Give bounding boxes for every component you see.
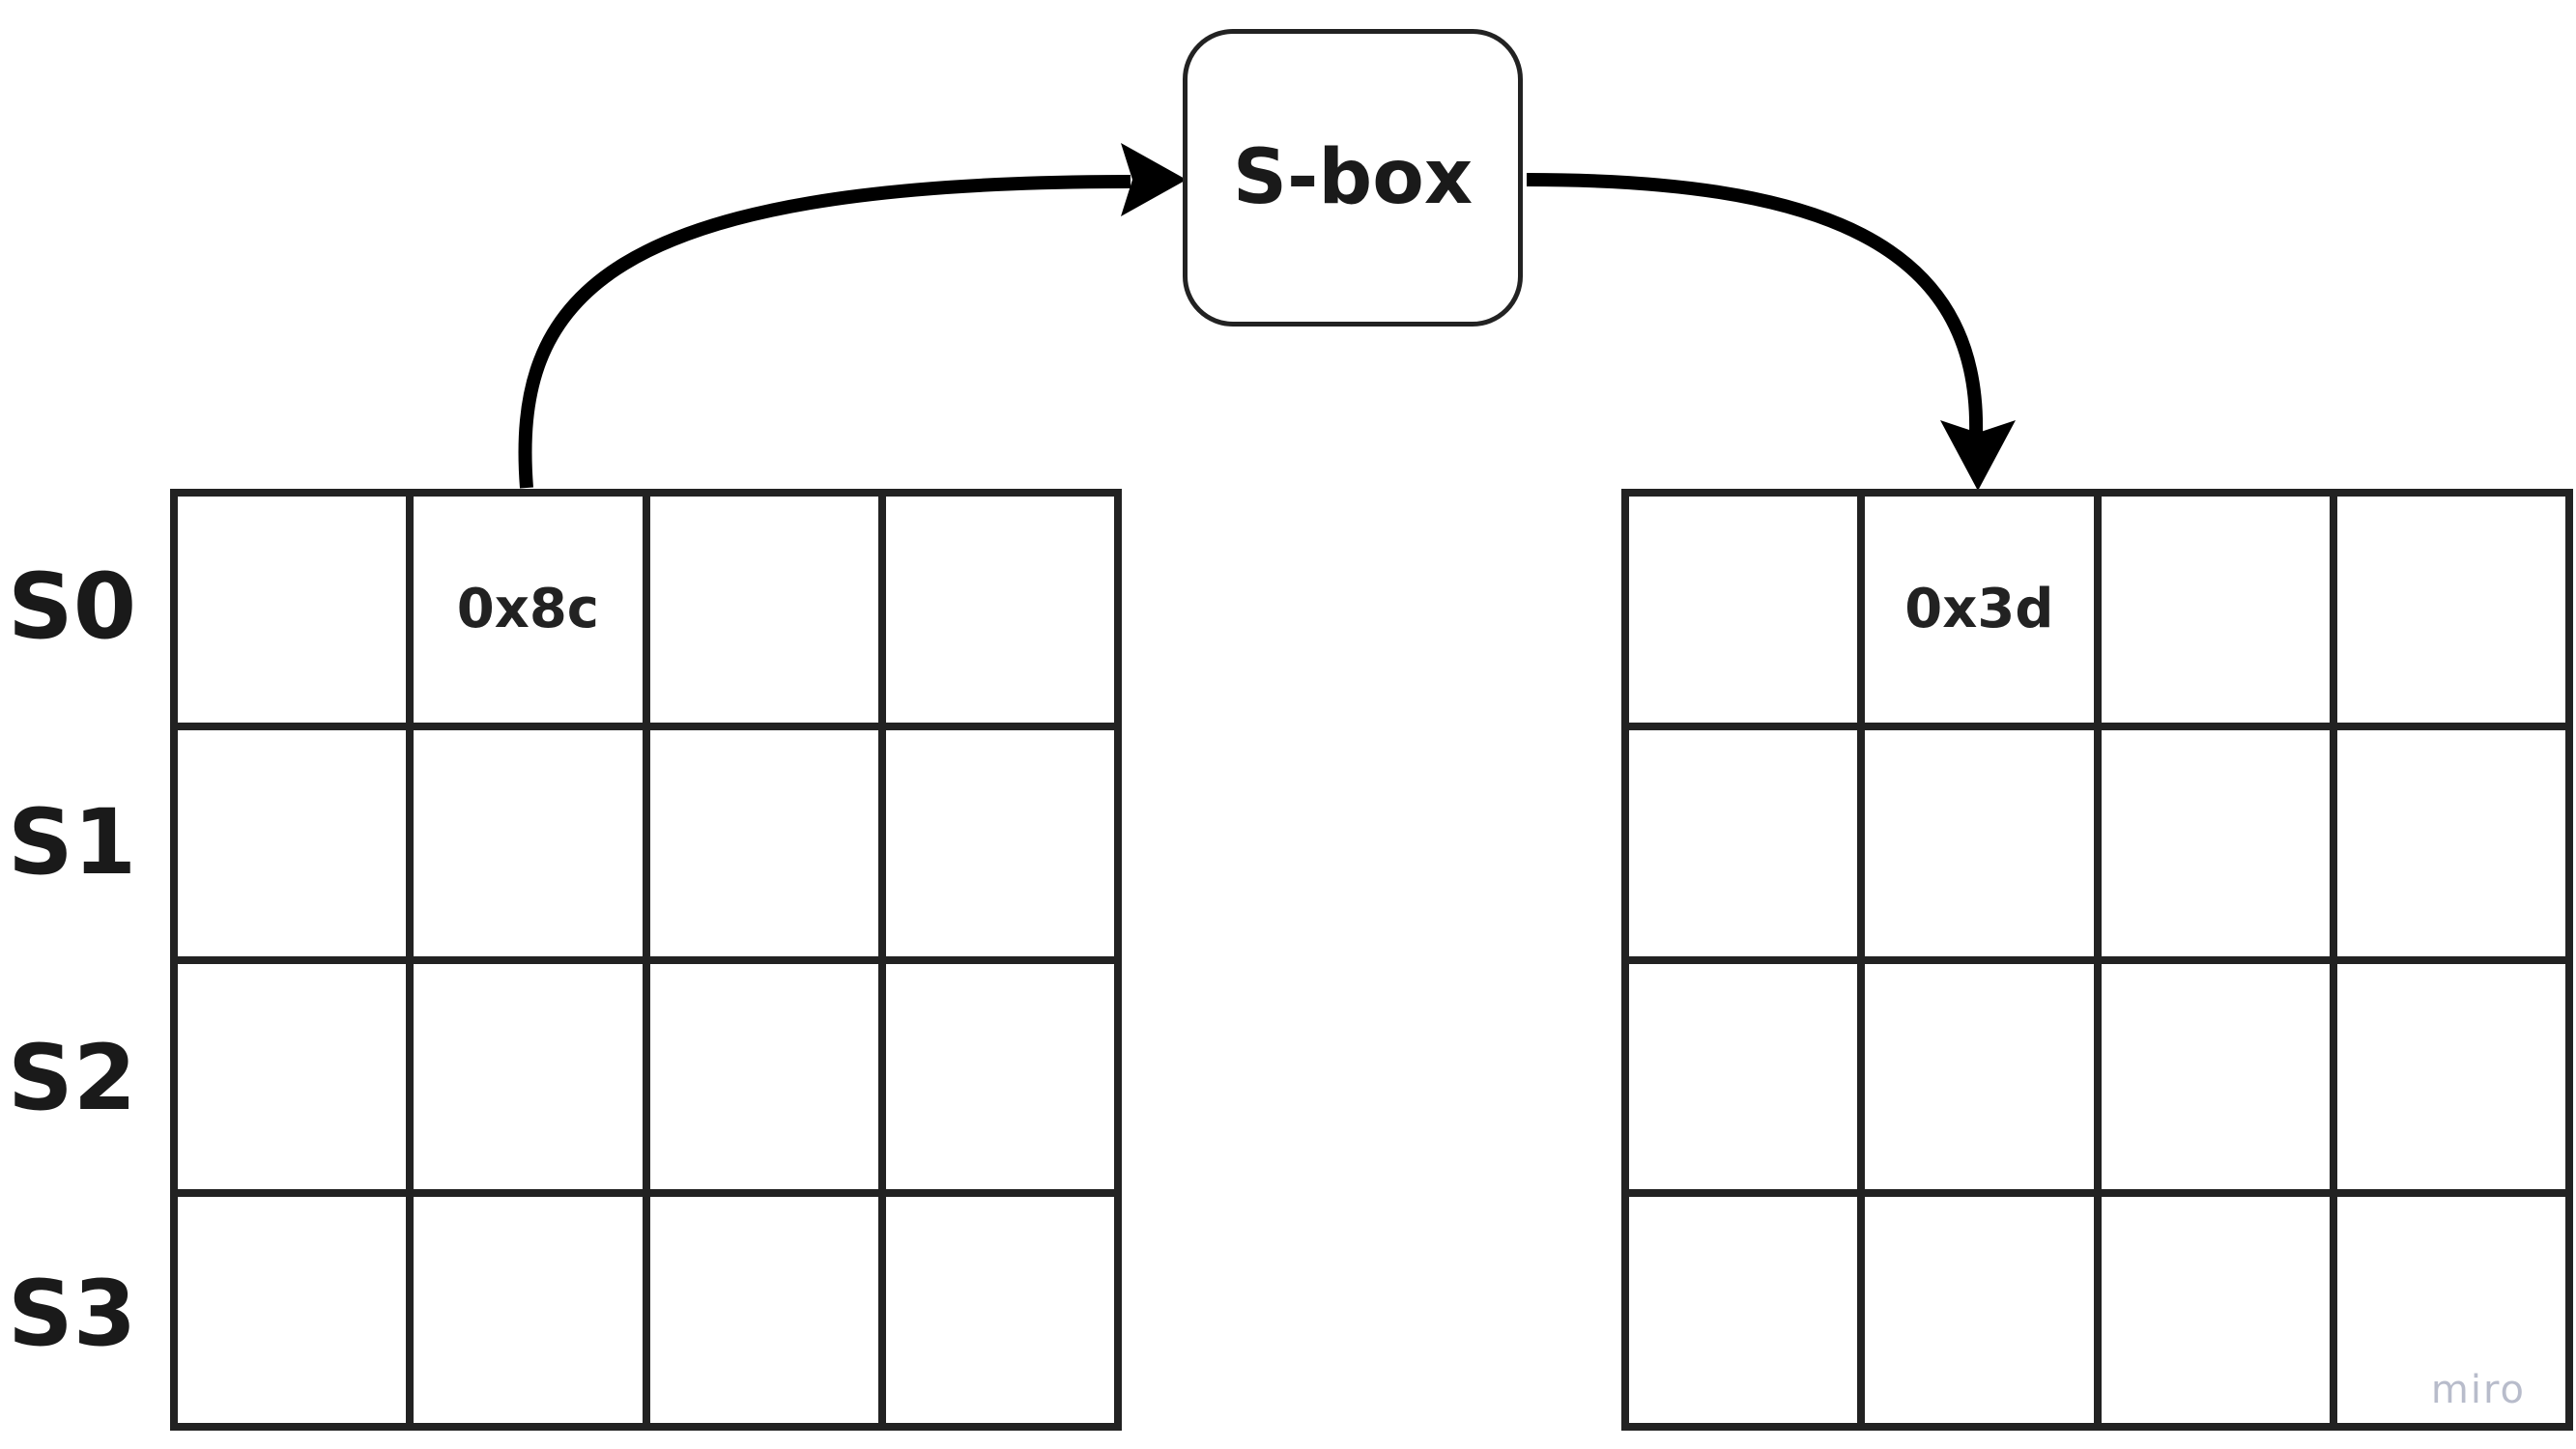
input-cell-2-1 (410, 959, 646, 1194)
output-cell-3-2 (2097, 1193, 2333, 1427)
input-cell-1-3 (881, 725, 1118, 960)
output-cell-0-1: 0x3d (1861, 493, 2098, 726)
output-cell-2-2 (2097, 959, 2333, 1194)
input-cell-0-1: 0x8c (410, 493, 646, 726)
row-label-s1: S1 (8, 790, 137, 895)
input-cell-3-3 (881, 1193, 1118, 1427)
output-cell-1-2 (2097, 725, 2333, 960)
input-cell-0-3 (881, 493, 1118, 726)
input-cell-0-0 (174, 493, 411, 726)
input-cell-1-0 (174, 725, 411, 960)
output-cell-3-0 (1625, 1193, 1862, 1427)
output-cell-1-3 (2333, 725, 2569, 960)
input-cell-0-2 (645, 493, 882, 726)
arrowhead-into-output (1940, 420, 2016, 491)
input-cell-3-0 (174, 1193, 411, 1427)
input-cell-3-1 (410, 1193, 646, 1427)
row-label-s3: S3 (8, 1262, 137, 1367)
output-cell-1-1 (1861, 725, 2098, 960)
input-cell-2-3 (881, 959, 1118, 1194)
output-cell-1-0 (1625, 725, 1862, 960)
output-cell-3-1 (1861, 1193, 2098, 1427)
input-state-grid: 0x8c (170, 489, 1122, 1431)
arrowhead-into-sbox (1121, 143, 1187, 216)
output-cell-0-2 (2097, 493, 2333, 726)
row-label-s2: S2 (8, 1026, 137, 1131)
input-cell-1-2 (645, 725, 882, 960)
output-cell-0-0 (1625, 493, 1862, 726)
output-cell-2-0 (1625, 959, 1862, 1194)
output-cell-2-1 (1861, 959, 2098, 1194)
input-cell-2-0 (174, 959, 411, 1194)
sbox-node: S-box (1183, 29, 1523, 327)
output-state-grid: 0x3d (1621, 489, 2573, 1431)
input-cell-3-2 (645, 1193, 882, 1427)
arrow-sbox-to-output (1526, 173, 1984, 436)
output-cell-2-3 (2333, 959, 2569, 1194)
output-cell-3-3 (2333, 1193, 2569, 1427)
output-cell-0-3 (2333, 493, 2569, 726)
row-label-s0: S0 (8, 554, 137, 660)
input-cell-1-1 (410, 725, 646, 960)
arrow-input-to-sbox (518, 175, 1131, 489)
input-cell-2-2 (645, 959, 882, 1194)
sbox-label: S-box (1232, 134, 1474, 221)
miro-watermark: miro (2430, 1368, 2526, 1412)
